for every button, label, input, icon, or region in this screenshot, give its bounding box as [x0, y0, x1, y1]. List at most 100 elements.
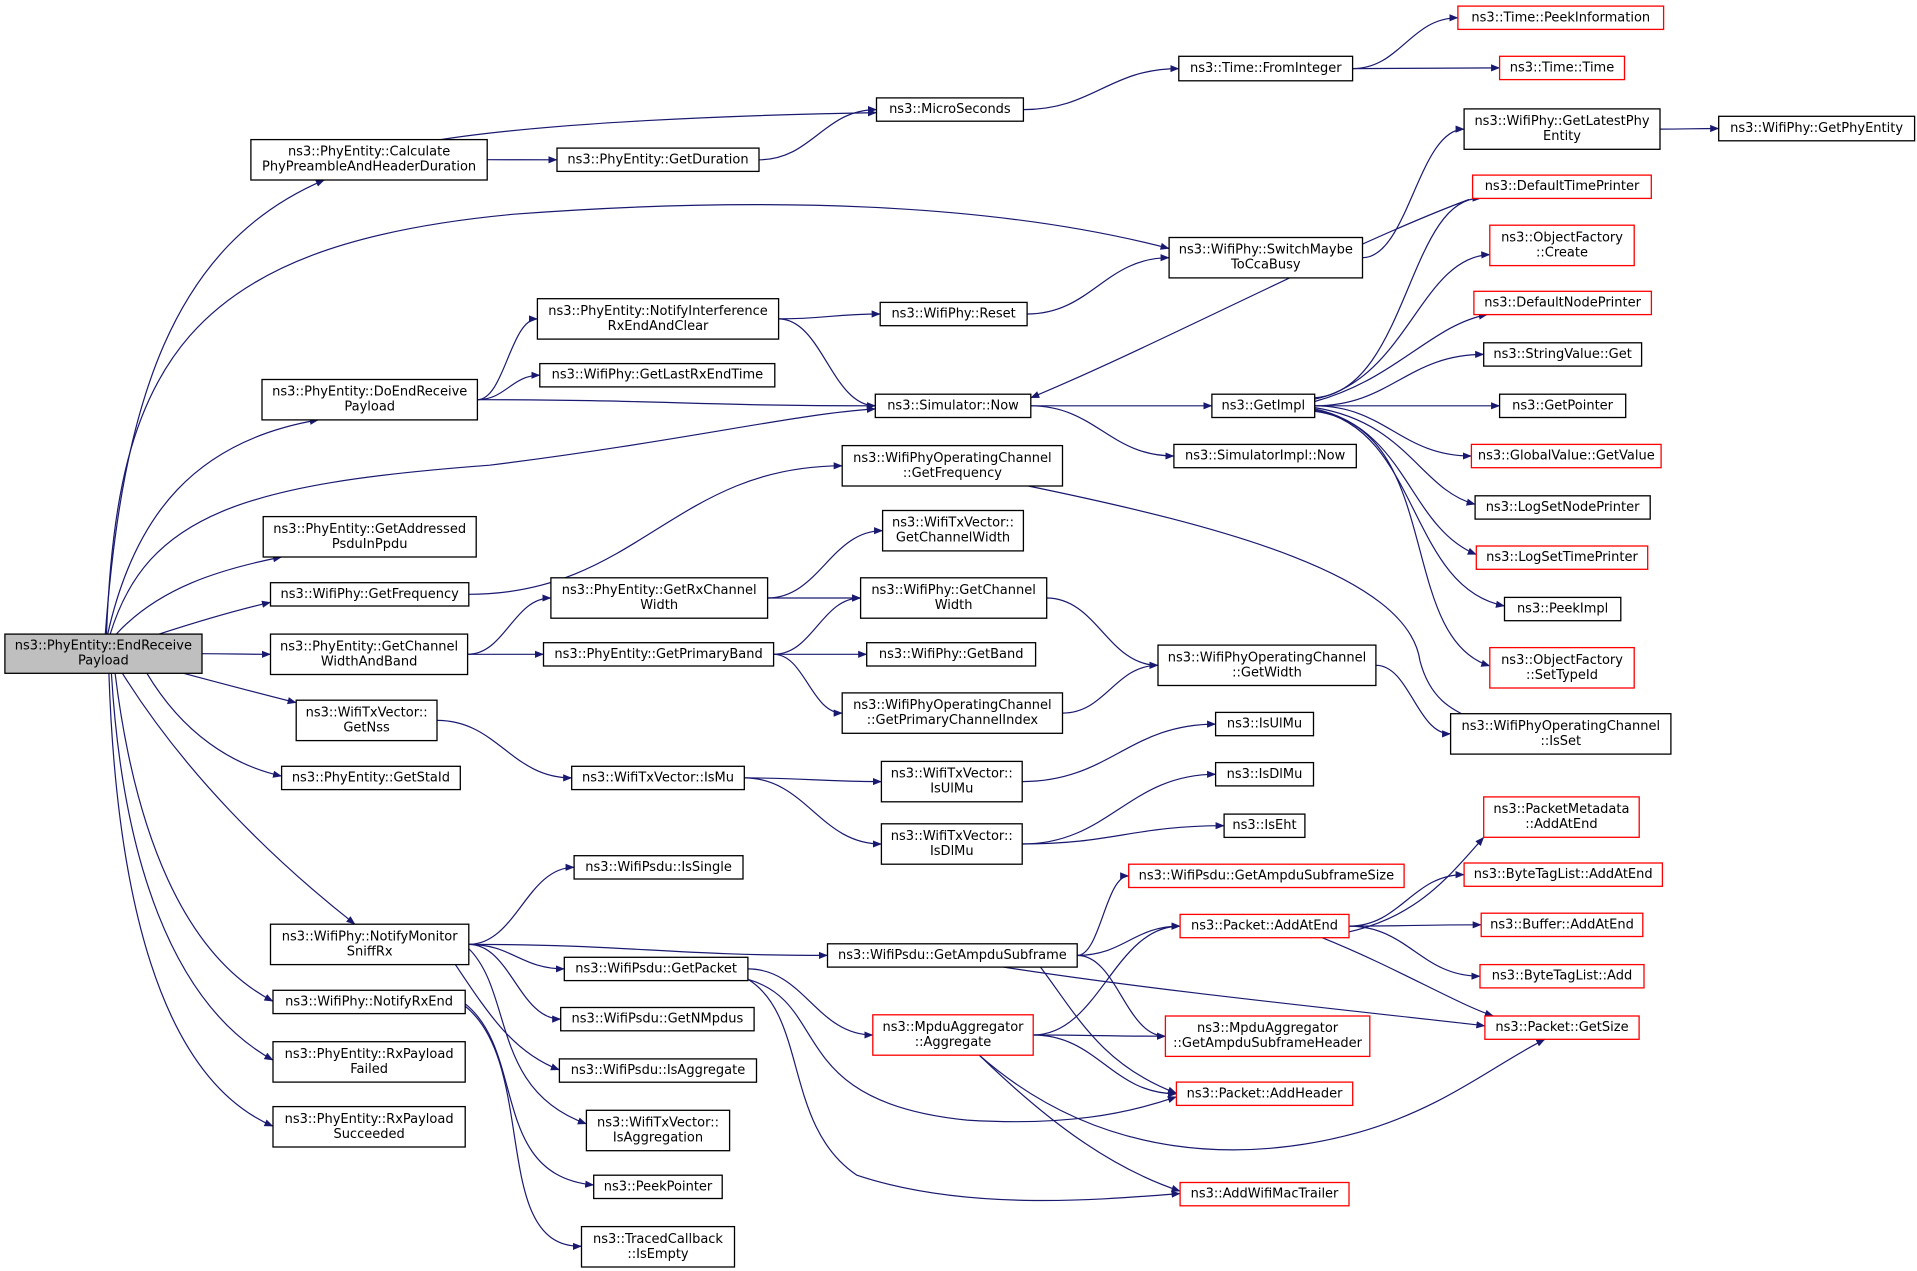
node-txvChW[interactable]: ns3::WifiTxVector::GetChannelWidth [881, 509, 1025, 552]
node-box [1175, 1081, 1354, 1107]
node-defNode[interactable]: ns3::DefaultNodePrinter [1473, 290, 1653, 316]
node-box [826, 943, 1078, 968]
node-getPkt[interactable]: ns3::WifiPsdu::GetPacket [563, 956, 749, 982]
node-strGet[interactable]: ns3::StringValue::Get [1483, 342, 1643, 367]
node-pmAddEnd[interactable]: ns3::PacketMetadata::AddAtEnd [1483, 796, 1640, 838]
node-timeTime[interactable]: ns3::Time::Time [1498, 55, 1626, 81]
node-wpReset[interactable]: ns3::WifiPhy::Reset [879, 301, 1028, 327]
node-pktAddEnd[interactable]: ns3::Packet::AddAtEnd [1179, 913, 1350, 939]
edge-opPrim-to-opWidth [1062, 661, 1159, 714]
node-addHdr[interactable]: ns3::Packet::AddHeader [1175, 1081, 1354, 1107]
node-isMu[interactable]: ns3::WifiTxVector::IsMu [571, 765, 745, 791]
edge-doEnd-to-notifInt [477, 315, 538, 401]
node-box [1474, 495, 1651, 520]
node-macTrailer[interactable]: ns3::AddWifiMacTrailer [1179, 1181, 1350, 1207]
node-txvUlMu[interactable]: ns3::WifiTxVector::IsUlMu [880, 760, 1023, 803]
node-peekInfo[interactable]: ns3::Time::PeekInformation [1457, 5, 1665, 31]
node-label: ns3::PhyEntity::DoEndReceive [272, 385, 467, 400]
node-btlAddEnd[interactable]: ns3::ByteTagList::AddAtEnd [1463, 862, 1664, 887]
node-wpChW[interactable]: ns3::WifiPhy::GetChannelWidth [859, 577, 1048, 619]
node-fromInt[interactable]: ns3::Time::FromInteger [1178, 55, 1354, 82]
node-box [1463, 862, 1664, 887]
node-notifInt[interactable]: ns3::PhyEntity::NotifyInterferenceRxEndA… [536, 298, 780, 340]
node-simImplNow[interactable]: ns3::SimulatorImpl::Now [1173, 443, 1357, 469]
node-box [1179, 913, 1350, 939]
node-mpduHdr[interactable]: ns3::MpduAggregator::GetAmpduSubframeHea… [1164, 1015, 1371, 1058]
node-getPtr[interactable]: ns3::GetPointer [1498, 393, 1627, 419]
node-ampduSub[interactable]: ns3::WifiPsdu::GetAmpduSubframe [826, 943, 1078, 968]
node-ofCreate[interactable]: ns3::ObjectFactory::Create [1489, 224, 1635, 267]
node-peekPtr[interactable]: ns3::PeekPointer [593, 1174, 723, 1200]
node-label: ns3::ByteTagList::AddAtEnd [1474, 867, 1653, 882]
node-ampduSize[interactable]: ns3::WifiPsdu::GetAmpduSubframeSize [1128, 863, 1405, 889]
node-isEht[interactable]: ns3::IsEht [1223, 813, 1306, 839]
node-label: ns3::WifiPhy::GetChannel [871, 583, 1036, 598]
node-btlAdd[interactable]: ns3::ByteTagList::Add [1479, 963, 1645, 989]
edge-root-to-calcPre [104, 179, 325, 635]
node-label: ns3::IsEht [1232, 818, 1296, 833]
edge-getPkt-to-mpduAgg [747, 968, 874, 1039]
node-opFreq[interactable]: ns3::WifiPhyOperatingChannel::GetFrequen… [841, 444, 1064, 487]
node-opIsSet[interactable]: ns3::WifiPhyOperatingChannel::IsSet [1449, 713, 1672, 755]
node-box [1471, 174, 1652, 200]
node-gvGet[interactable]: ns3::GlobalValue::GetValue [1470, 443, 1662, 469]
node-isDlMu[interactable]: ns3::IsDlMu [1214, 761, 1315, 787]
node-txvDlMu[interactable]: ns3::WifiTxVector::IsDlMu [880, 823, 1023, 865]
node-getNMpdus[interactable]: ns3::WifiPsdu::GetNMpdus [560, 1006, 755, 1032]
node-getDur[interactable]: ns3::PhyEntity::GetDuration [556, 147, 760, 173]
node-getNss[interactable]: ns3::WifiTxVector::GetNss [295, 699, 438, 742]
node-isAgg[interactable]: ns3::WifiPsdu::IsAggregate [558, 1058, 758, 1083]
node-txvAgg[interactable]: ns3::WifiTxVector::IsAggregation [585, 1109, 731, 1152]
node-primBand[interactable]: ns3::PhyEntity::GetPrimaryBand [542, 642, 775, 667]
node-calcPre[interactable]: ns3::PhyEntity::CalculatePhyPreambleAndH… [250, 138, 488, 181]
edge-ampduSub-to-pktAddEnd [1077, 922, 1181, 956]
node-notifRxEnd[interactable]: ns3::WifiPhy::NotifyRxEnd [272, 989, 466, 1015]
node-tcEmpty[interactable]: ns3::TracedCallback::IsEmpty [580, 1225, 736, 1268]
node-mpduAgg[interactable]: ns3::MpduAggregator::Aggregate [872, 1014, 1034, 1056]
node-label: ns3::WifiPsdu::IsSingle [585, 860, 732, 875]
node-wpBand[interactable]: ns3::WifiPhy::GetBand [866, 642, 1037, 667]
node-logNode[interactable]: ns3::LogSetNodePrinter [1474, 495, 1651, 520]
node-opWidth[interactable]: ns3::WifiPhyOperatingChannel::GetWidth [1157, 644, 1377, 687]
node-micro[interactable]: ns3::MicroSeconds [875, 97, 1025, 122]
node-isSingle[interactable]: ns3::WifiPsdu::IsSingle [573, 855, 744, 880]
node-logTime[interactable]: ns3::LogSetTimePrinter [1475, 545, 1649, 570]
node-isUlMu[interactable]: ns3::IsUlMu [1214, 711, 1315, 737]
edge-opFreq-to-opIsSet [1028, 485, 1476, 721]
node-label: ns3::PhyEntity::GetRxChannel [562, 583, 757, 598]
node-label: ns3::Time::Time [1510, 60, 1614, 75]
node-staId[interactable]: ns3::PhyEntity::GetStaId [280, 765, 461, 791]
node-getImpl[interactable]: ns3::GetImpl [1211, 393, 1316, 419]
node-ofSetType[interactable]: ns3::ObjectFactory::SetTypeId [1489, 646, 1635, 689]
node-getPhyEnt[interactable]: ns3::WifiPhy::GetPhyEntity [1718, 115, 1916, 142]
node-wpFreq[interactable]: ns3::WifiPhy::GetFrequency [269, 582, 470, 607]
node-label: ns3::LogSetNodePrinter [1486, 500, 1640, 515]
node-label: ns3::WifiPhy::NotifyMonitor [282, 929, 458, 944]
node-label: Succeeded [333, 1127, 404, 1142]
edge-getImpl-to-defNode [1314, 312, 1488, 403]
edge-root-to-rxFail [110, 673, 274, 1061]
node-defTime[interactable]: ns3::DefaultTimePrinter [1471, 174, 1652, 200]
edge-notifInt-to-wpReset [778, 310, 881, 320]
node-simNow[interactable]: ns3::Simulator::Now [874, 393, 1032, 419]
node-pktSize[interactable]: ns3::Packet::GetSize [1484, 1015, 1640, 1040]
node-lastRx[interactable]: ns3::WifiPhy::GetLastRxEndTime [539, 362, 776, 388]
node-bufAddEnd[interactable]: ns3::Buffer::AddAtEnd [1480, 912, 1644, 938]
node-label: ns3::PhyEntity::GetPrimaryBand [554, 647, 762, 662]
node-peekImpl[interactable]: ns3::PeekImpl [1503, 596, 1622, 622]
node-opPrim[interactable]: ns3::WifiPhyOperatingChannel::GetPrimary… [841, 692, 1064, 734]
node-box [1164, 1015, 1371, 1058]
edge-getImpl-to-strGet [1314, 350, 1485, 407]
node-label: ns3::WifiPhy::Reset [891, 307, 1015, 322]
node-box [593, 1174, 723, 1200]
